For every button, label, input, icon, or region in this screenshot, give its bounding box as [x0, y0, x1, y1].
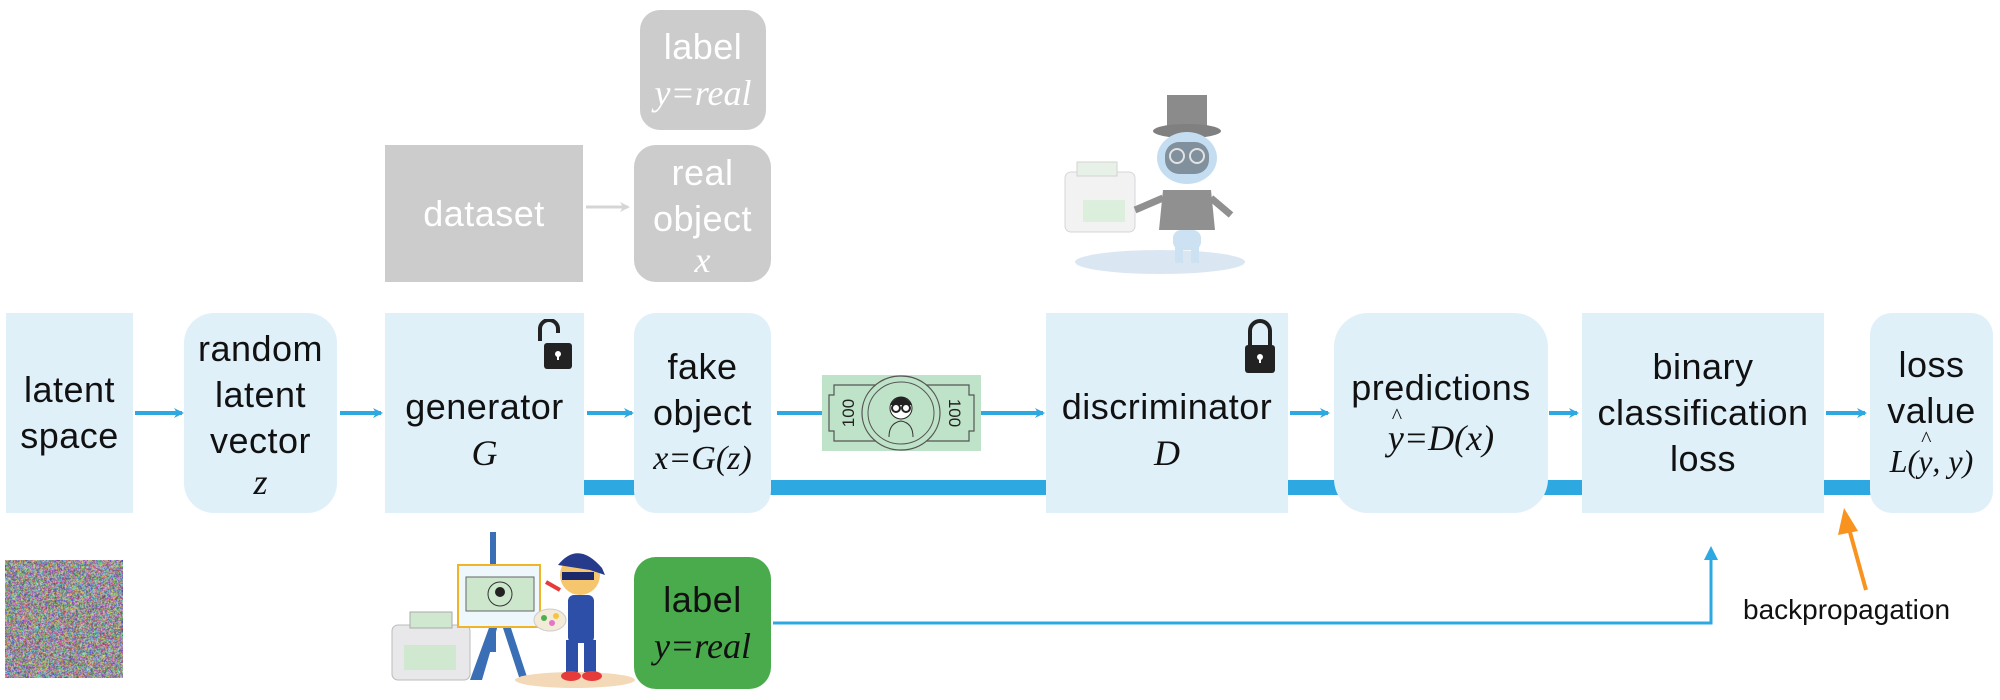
banknote-value-left: 100 — [839, 399, 858, 427]
banknote-icon: 100 100 — [822, 375, 981, 451]
backprop-pointer-head — [1838, 508, 1858, 535]
real-object-line2: object — [652, 197, 753, 239]
predictions-label: predictions — [1351, 367, 1531, 408]
latent-space-line2: space — [20, 415, 119, 456]
arrowhead-label-to-loss — [1704, 546, 1718, 560]
discriminator-label: discriminator — [1061, 386, 1273, 427]
robot-banker-illustration — [1064, 95, 1245, 274]
loss-value-line1: loss — [1898, 344, 1965, 385]
loss-value-math: L(y, y) — [1890, 438, 1974, 484]
backprop-pointer — [1846, 524, 1868, 591]
label-real-top-math: y=real — [654, 73, 752, 113]
predictions-math: y=D(x) — [1388, 415, 1494, 461]
banknote-value-right: 100 — [945, 399, 964, 427]
vector-line3: vector — [209, 420, 312, 461]
fake-object-math: x=G(z) — [653, 440, 752, 477]
vector-line1: random — [197, 328, 324, 369]
random-latent-vector-box: random latent vector z — [184, 313, 337, 513]
generator-box: generator G — [385, 313, 584, 513]
vector-line2: latent — [214, 374, 307, 415]
loss-yhat: y — [1918, 438, 1932, 484]
predictions-box: predictions y=D(x) — [1334, 313, 1548, 513]
loss-value-line2: value — [1887, 390, 1976, 431]
discriminator-math: D — [1154, 433, 1180, 473]
latent-space-line1: latent — [23, 369, 116, 410]
loss-math-rest: , y) — [1932, 443, 1974, 479]
latent-space-box: latent space — [6, 313, 133, 513]
generator-math: G — [471, 433, 498, 473]
binary-classification-loss-box: binary classification loss — [1582, 313, 1824, 513]
dataset-label: dataset — [423, 192, 545, 234]
label-real-top-text: label — [663, 26, 743, 67]
real-object-math: x — [694, 239, 711, 280]
label-real-bottom-math: y=real — [654, 626, 751, 666]
predictions-yhat: y — [1388, 415, 1404, 461]
label-real-bottom: label y=real — [634, 557, 771, 689]
arrow-label-to-loss — [773, 552, 1713, 625]
predictions-math-rest: =D(x) — [1403, 418, 1495, 458]
fake-object-box: fake object x=G(z) — [634, 313, 771, 513]
fake-object-line2: object — [652, 392, 753, 433]
discriminator-box: discriminator D — [1046, 313, 1288, 513]
lock-open-icon — [538, 319, 572, 369]
generator-label: generator — [405, 386, 564, 427]
noise-image — [5, 560, 123, 678]
lock-closed-icon — [1245, 319, 1275, 373]
bcl-line3: loss — [1669, 438, 1737, 479]
vector-math: z — [253, 462, 268, 502]
bcl-line2: classification — [1597, 392, 1809, 433]
forger-illustration — [391, 532, 635, 688]
dataset-box: dataset — [385, 145, 583, 282]
label-real-bottom-text: label — [663, 579, 742, 620]
real-object-line1: real — [671, 151, 734, 193]
fake-object-line1: fake — [667, 346, 738, 387]
bcl-line1: binary — [1652, 346, 1754, 387]
real-object-box: real object x — [634, 145, 771, 282]
loss-value-box: loss value L(y, y) — [1870, 313, 1993, 513]
backpropagation-label: backpropagation — [1743, 594, 1951, 625]
loss-math-pre: L( — [1889, 443, 1919, 479]
label-real-top: label y=real — [640, 10, 766, 130]
